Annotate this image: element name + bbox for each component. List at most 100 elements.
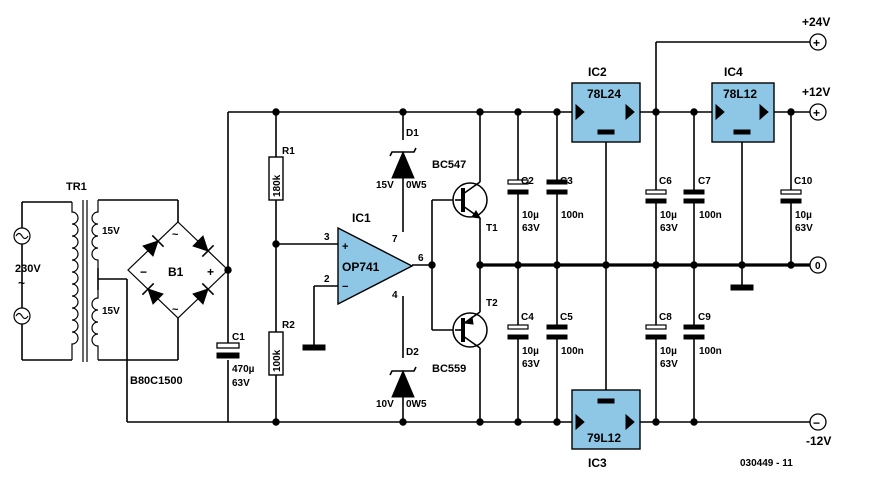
- r1-ref: R1: [282, 146, 295, 157]
- c3-value: 100n: [561, 210, 584, 221]
- d1-value: 15V: [376, 180, 394, 191]
- rail-plus24-label: +24V: [802, 15, 830, 29]
- b1-ac-bottom: ~: [172, 304, 179, 316]
- transistor-t2: [452, 265, 488, 349]
- b1-ref: B1: [168, 265, 184, 279]
- opamp-ic1: [337, 226, 414, 306]
- transformer-tr1: [13, 199, 179, 422]
- figure-id: 030449 - 11: [740, 458, 793, 469]
- c10-value: 10µ: [795, 210, 812, 221]
- regulator-ic3: [571, 389, 641, 450]
- terminal-plus12-symbol: +: [813, 106, 820, 120]
- c6-voltage: 63V: [660, 223, 678, 234]
- capacitor-c5: [546, 324, 568, 340]
- ic3-part: 79L12: [587, 431, 621, 445]
- c5-ref: C5: [560, 312, 573, 323]
- r2-value: 100k: [272, 349, 283, 372]
- c10-ref: C10: [794, 176, 813, 187]
- terminal-plus24: +: [809, 33, 827, 51]
- c2-voltage: 63V: [522, 223, 540, 234]
- c10-voltage: 63V: [795, 223, 813, 234]
- b1-ac-top: ~: [172, 229, 179, 241]
- d2-ref: D2: [406, 347, 419, 358]
- capacitor-c3: [546, 179, 568, 195]
- capacitor-c1: [216, 342, 240, 359]
- capacitor-c7: [683, 189, 705, 204]
- c1-value: 470µ: [232, 364, 255, 375]
- capacitor-c2: [507, 179, 529, 195]
- ic4-ref: IC4: [724, 65, 743, 79]
- rail-plus12-label: +12V: [802, 85, 830, 99]
- transistor-t1: [452, 181, 488, 265]
- c4-ref: C4: [521, 312, 534, 323]
- tr1-secondary-top-voltage: 15V: [102, 226, 120, 237]
- c9-value: 100n: [699, 346, 722, 357]
- c3-ref: C3: [560, 176, 573, 187]
- wiring: [127, 41, 810, 423]
- ic2-ref: IC2: [588, 65, 607, 79]
- c7-ref: C7: [698, 176, 711, 187]
- c8-value: 10µ: [660, 346, 677, 357]
- bridge-rectifier-b1: [127, 221, 229, 338]
- t1-part: BC547: [432, 159, 466, 171]
- b1-plus: +: [207, 265, 214, 279]
- capacitor-c10: [780, 189, 802, 204]
- b1-minus: −: [140, 265, 147, 279]
- d1-power: 0W5: [406, 180, 427, 191]
- ic1-ref: IC1: [352, 211, 371, 225]
- resistor-r2: [268, 331, 284, 376]
- rail-minus12-label: -12V: [806, 434, 831, 448]
- c7-value: 100n: [699, 210, 722, 221]
- ic1-pin3: 3: [324, 232, 330, 243]
- t1-ref: T1: [486, 223, 498, 234]
- capacitor-c8: [645, 324, 667, 340]
- terminal-plus24-symbol: +: [813, 36, 820, 50]
- r2-ref: R2: [282, 320, 295, 331]
- ic1-minus: −: [342, 281, 348, 293]
- c2-value: 10µ: [522, 210, 539, 221]
- ic2-part: 78L24: [587, 87, 621, 101]
- terminal-minus12-symbol: −: [813, 416, 820, 430]
- ic1-pin4: 4: [392, 290, 398, 301]
- c6-value: 10µ: [660, 210, 677, 221]
- c5-value: 100n: [561, 346, 584, 357]
- ic1-plus: +: [342, 241, 348, 253]
- r1-value: 180k: [272, 174, 283, 197]
- terminal-plus12: +: [809, 103, 827, 121]
- regulator-ic4: [711, 82, 775, 143]
- c9-ref: C9: [698, 312, 711, 323]
- d2-power: 0W5: [406, 399, 427, 410]
- tr1-secondary-bottom-voltage: 15V: [102, 306, 120, 317]
- ground-symbol-opamp: [302, 344, 326, 351]
- capacitor-c9: [683, 324, 705, 340]
- c4-voltage: 63V: [522, 359, 540, 370]
- d1-ref: D1: [406, 128, 419, 139]
- zener-diode-d2: [389, 366, 417, 398]
- ic1-pin7: 7: [392, 234, 398, 245]
- ground-symbol-ic4: [730, 284, 754, 291]
- terminal-zero: 0: [809, 256, 827, 274]
- c8-voltage: 63V: [660, 359, 678, 370]
- d2-value: 10V: [376, 399, 394, 410]
- regulator-ic2: [571, 82, 641, 143]
- b1-part: B80C1500: [130, 375, 183, 387]
- terminal-minus12: −: [809, 413, 827, 431]
- c1-voltage: 63V: [232, 378, 250, 389]
- resistor-r1: [268, 156, 284, 201]
- zener-diode-d1: [389, 147, 417, 179]
- ic3-ref: IC3: [588, 456, 607, 470]
- c2-ref: C2: [521, 176, 534, 187]
- t2-part: BC559: [432, 363, 466, 375]
- tr1-primary-voltage: 230V: [15, 263, 41, 275]
- c1-ref: C1: [232, 332, 245, 343]
- ic4-part: 78L12: [723, 87, 757, 101]
- capacitor-c6: [645, 189, 667, 204]
- c8-ref: C8: [659, 312, 672, 323]
- c6-ref: C6: [659, 176, 672, 187]
- c4-value: 10µ: [522, 346, 539, 357]
- ic1-pin6: 6: [418, 253, 424, 264]
- tr1-primary-ac-symbol: ~: [18, 276, 25, 290]
- t2-ref: T2: [486, 298, 498, 309]
- ic1-pin2: 2: [324, 274, 330, 285]
